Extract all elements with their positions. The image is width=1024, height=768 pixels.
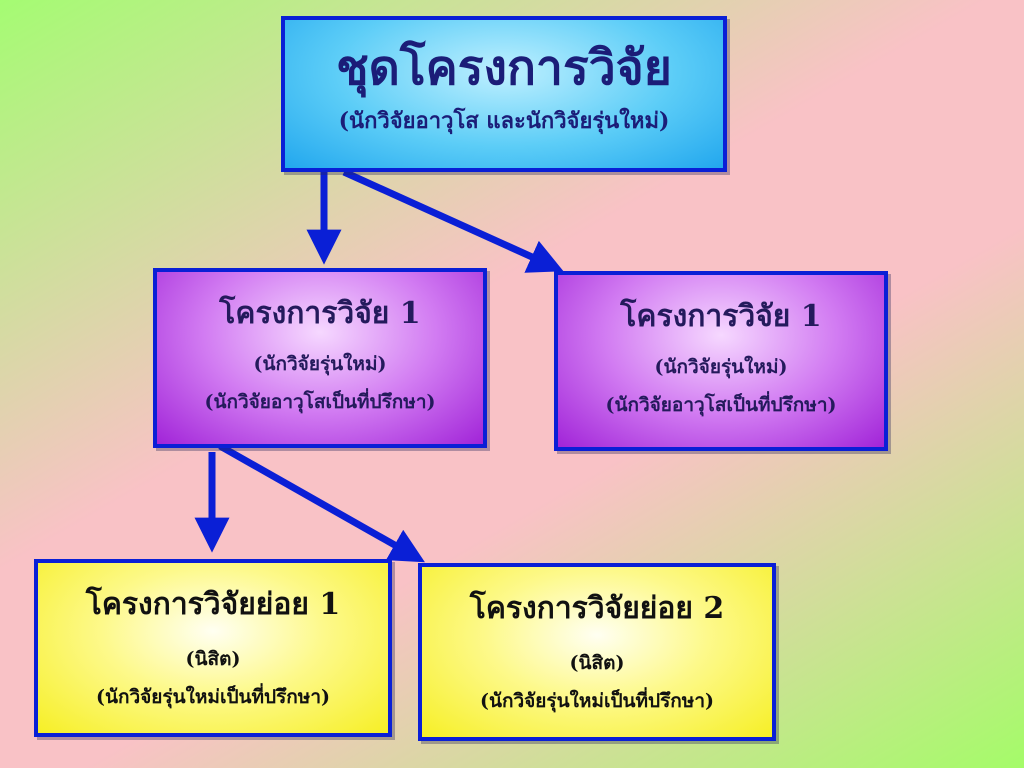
arrow-project-left-to-subproject-2 — [218, 442, 425, 563]
subproject-node-1-title: โครงการวิจัยย่อย 1 — [85, 587, 341, 622]
root-node: ชุดโครงการวิจัย (นักวิจัยอาวุโส และนักวิ… — [281, 16, 727, 172]
subproject-node-1: โครงการวิจัยย่อย 1 (นิสิต) (นักวิจัยรุ่น… — [34, 559, 392, 737]
project-node-left-line2: (นักวิจัยอาวุโสเป็นที่ปรึกษา) — [204, 391, 436, 413]
subproject-node-2-line2: (นักวิจัยรุ่นใหม่เป็นที่ปรึกษา) — [480, 690, 714, 712]
root-node-title: ชุดโครงการวิจัย — [336, 40, 672, 96]
project-node-left-title: โครงการวิจัย 1 — [219, 296, 421, 331]
subproject-node-1-line2: (นักวิจัยรุ่นใหม่เป็นที่ปรึกษา) — [96, 686, 330, 708]
subproject-node-1-line1: (นิสิต) — [185, 648, 241, 670]
project-node-right-line1: (นักวิจัยรุ่นใหม่) — [654, 356, 788, 378]
root-node-subtitle: (นักวิจัยอาวุโส และนักวิจัยรุ่นใหม่) — [338, 107, 670, 134]
project-node-right: โครงการวิจัย 1 (นักวิจัยรุ่นใหม่) (นักวิ… — [554, 271, 888, 451]
project-node-right-title: โครงการวิจัย 1 — [620, 299, 822, 334]
subproject-node-2-title: โครงการวิจัยย่อย 2 — [469, 591, 725, 626]
project-node-left-line1: (นักวิจัยรุ่นใหม่) — [253, 353, 387, 375]
subproject-node-2: โครงการวิจัยย่อย 2 (นิสิต) (นักวิจัยรุ่น… — [418, 563, 776, 741]
arrow-root-to-project-right — [342, 168, 564, 273]
subproject-node-2-line1: (นิสิต) — [569, 652, 625, 674]
project-node-left: โครงการวิจัย 1 (นักวิจัยรุ่นใหม่) (นักวิ… — [153, 268, 487, 448]
project-node-right-line2: (นักวิจัยอาวุโสเป็นที่ปรึกษา) — [605, 394, 837, 416]
